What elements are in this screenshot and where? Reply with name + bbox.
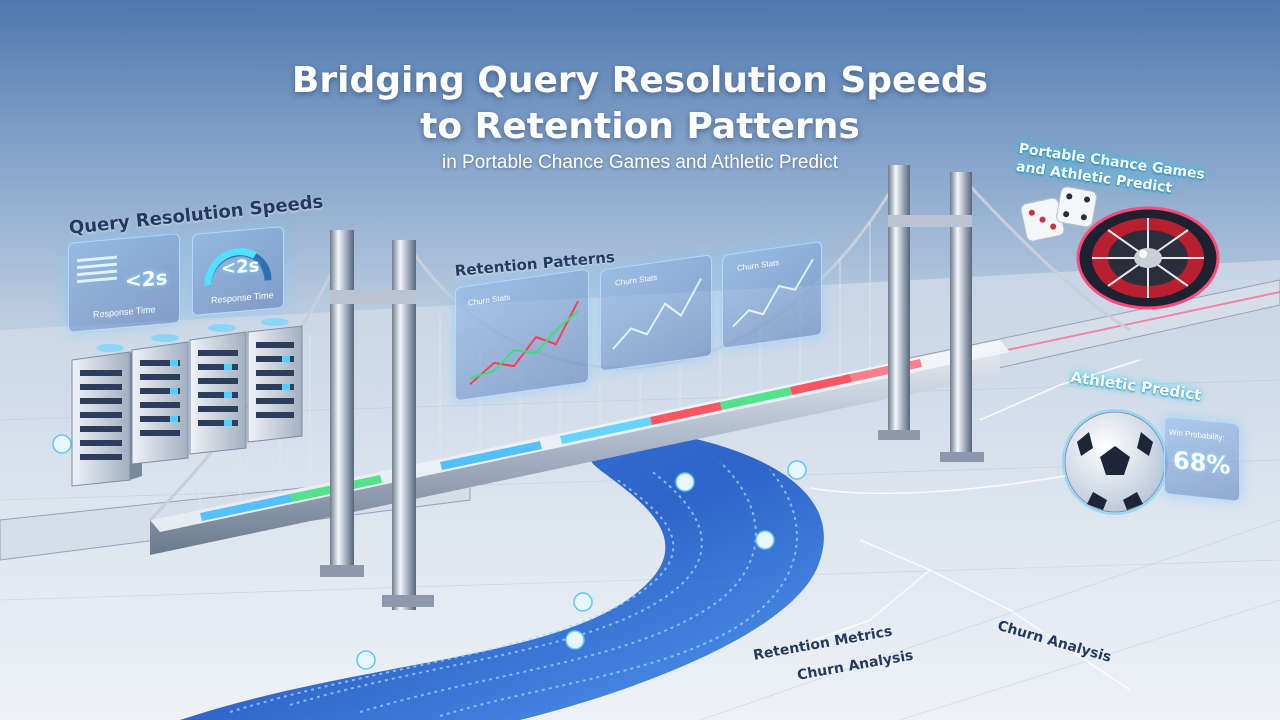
river-data-streams (229, 461, 798, 717)
road-right-glow (959, 291, 1280, 361)
page-title: Bridging Query Resolution Speeds to Rete… (240, 58, 1040, 150)
roulette-wheel-icon (1076, 206, 1220, 310)
query-panel1-value: <2s (125, 265, 168, 293)
hanger-cables (199, 222, 871, 512)
server-rack (247, 325, 303, 443)
retention-chart1-lines (469, 300, 579, 386)
gauge-icon (204, 248, 272, 287)
title-line-2: to Retention Patterns (420, 106, 860, 147)
win-probability-panel: Win Probability: 68% (1164, 416, 1240, 502)
panel-list-lines (77, 252, 117, 295)
retention-chart2-lines (612, 278, 702, 350)
retention-chart-2: Churn Stats (600, 254, 712, 372)
query-panel1-caption: Response Time (93, 304, 156, 320)
server-glow (96, 318, 289, 352)
win-probability-label: Win Probability: (1169, 427, 1225, 443)
page-subtitle: in Portable Chance Games and Athletic Pr… (441, 152, 839, 173)
bridge-tower-left (320, 230, 434, 610)
server-rack (131, 341, 189, 465)
server-racks (71, 318, 303, 487)
query-panel-gauge: <2s Response Time (192, 225, 284, 317)
retention-chart-1: Churn Stats (455, 268, 589, 402)
server-rack (189, 331, 247, 455)
query-panel-response: <2s Response Time (68, 233, 180, 333)
query-panel2-value: <2s (221, 255, 260, 280)
connector-lines (759, 359, 1141, 691)
retention-chart-3: Churn Stats (722, 240, 822, 350)
bridge-tower-right (878, 165, 984, 462)
dice-icon (1020, 186, 1098, 242)
soccer-ball-icon (1062, 409, 1168, 515)
retention-chart3-lines (732, 258, 814, 328)
data-river (180, 431, 824, 720)
user-pin-icons (52, 434, 807, 670)
title-line-1: Bridging Query Resolution Speeds (291, 60, 989, 101)
win-probability-value: 68% (1173, 445, 1231, 480)
